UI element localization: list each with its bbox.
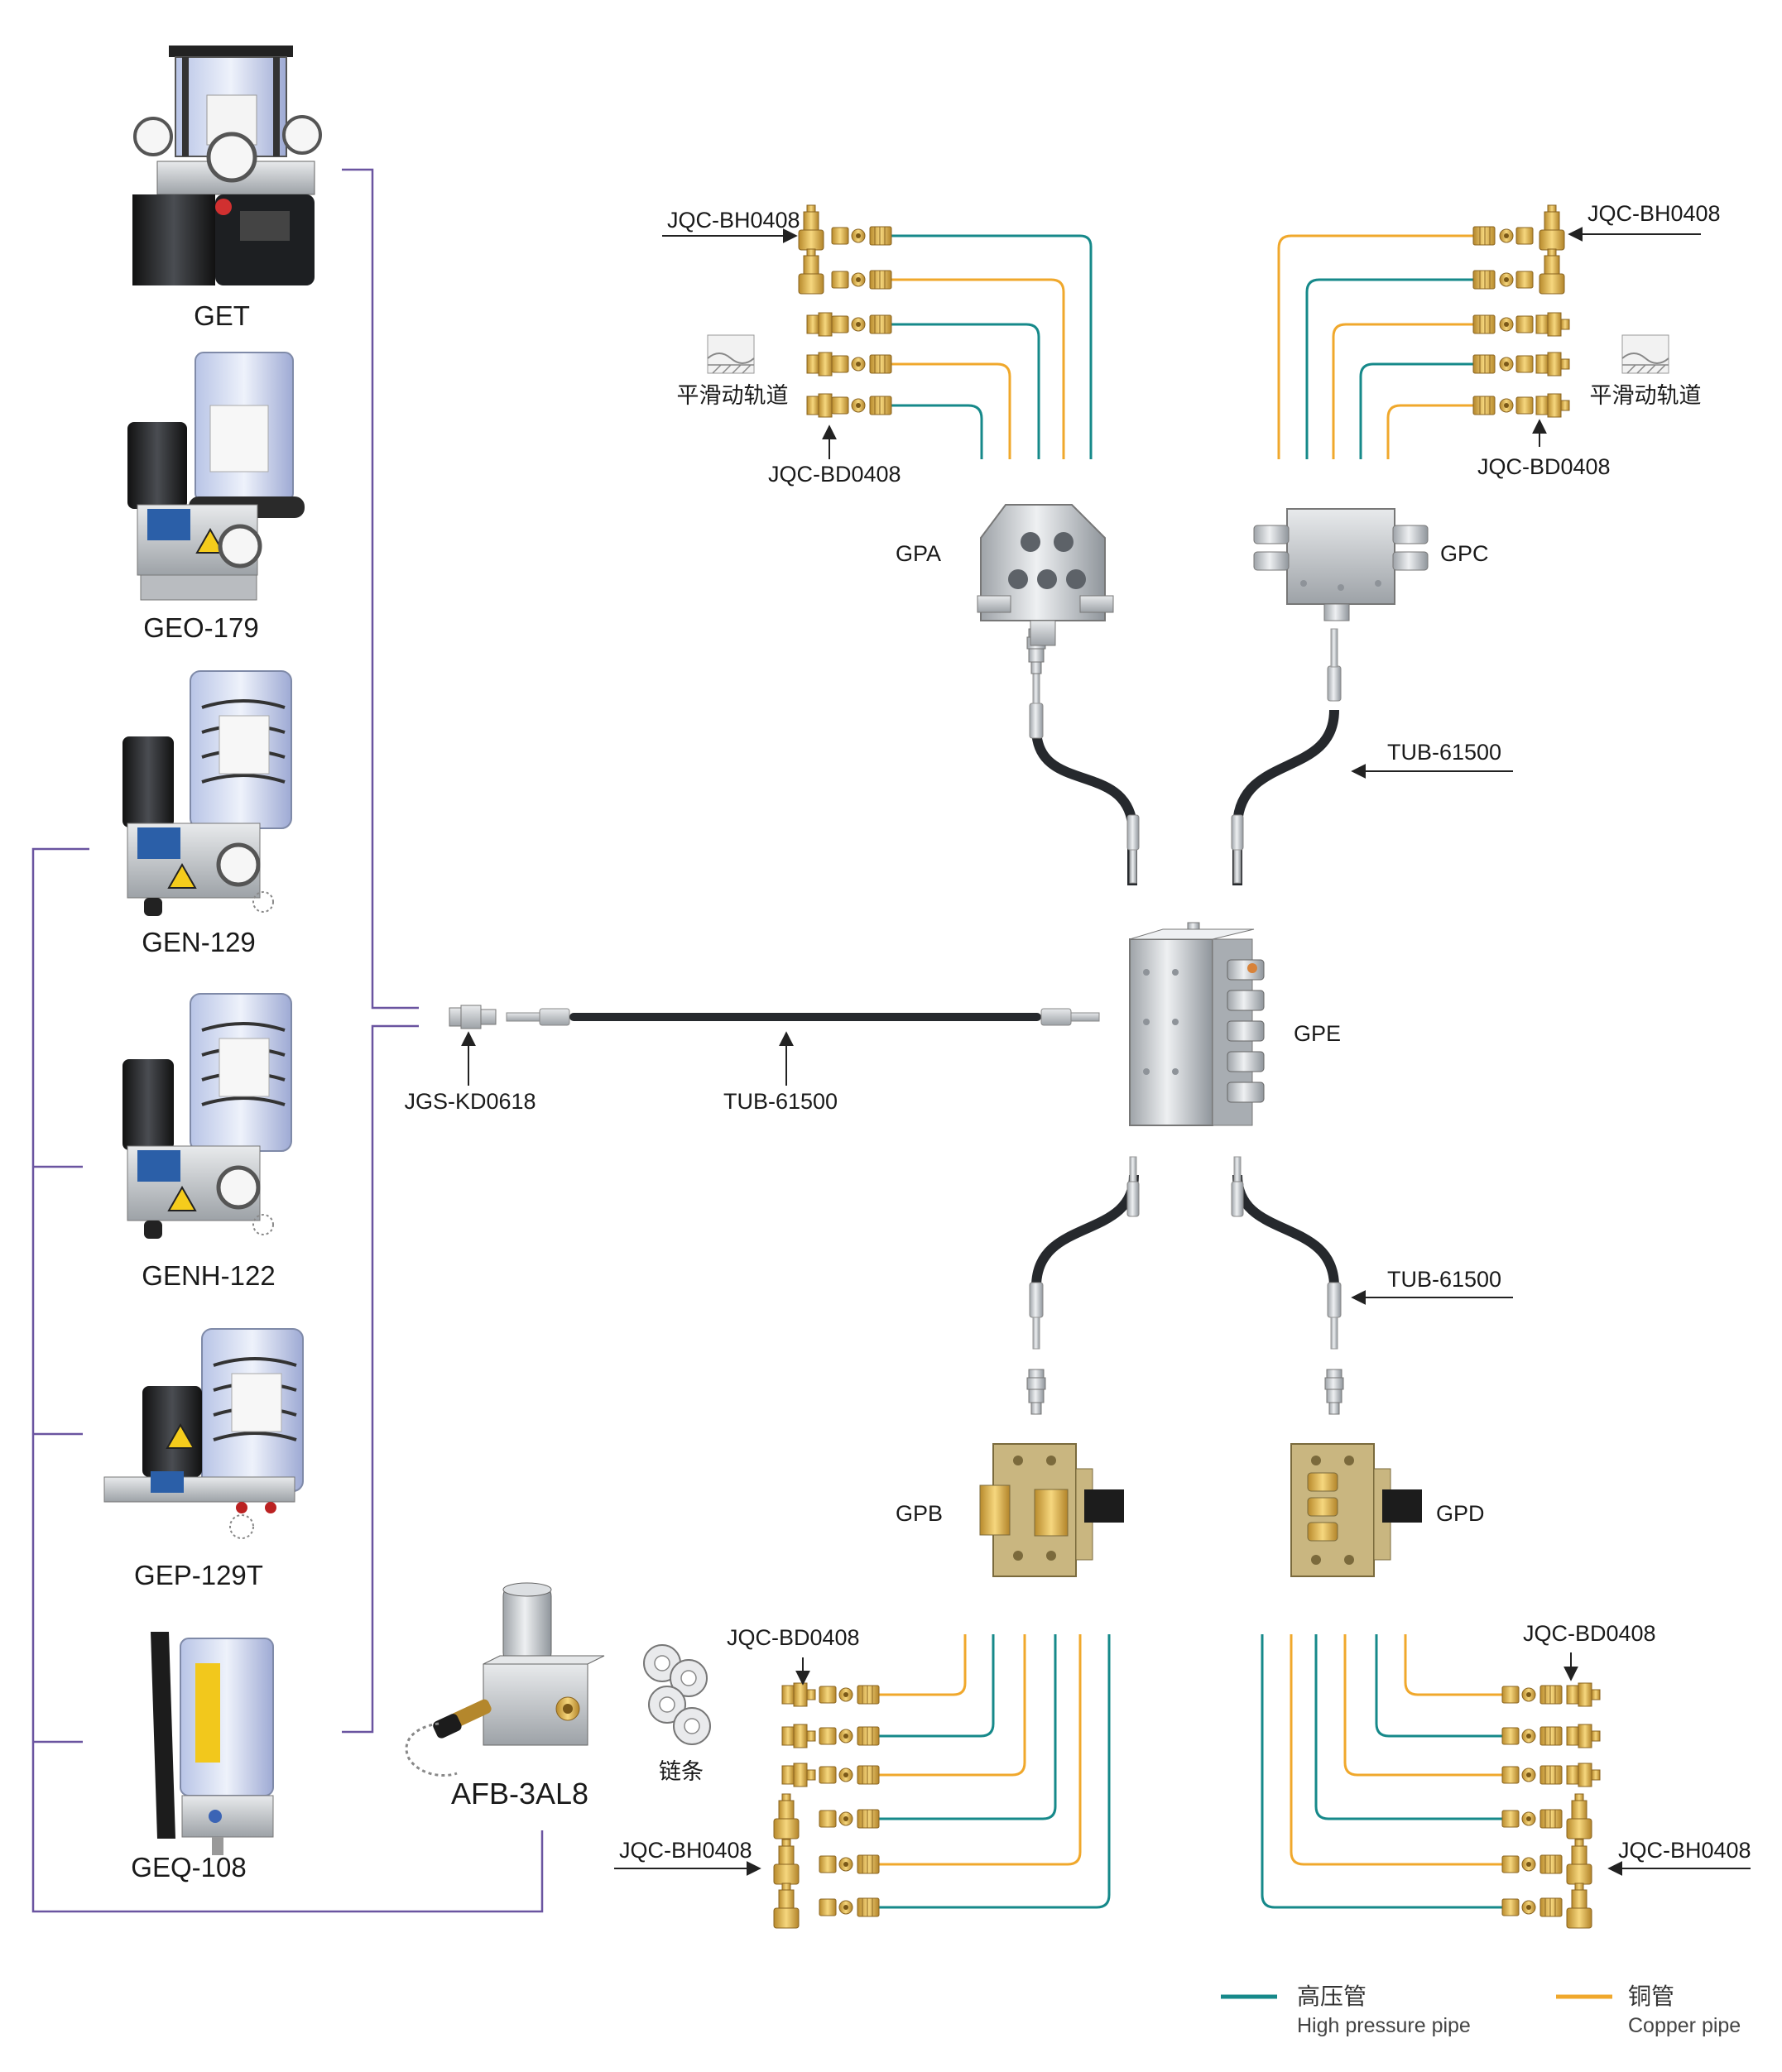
pump-label-geq-108: GEQ-108 [131, 1852, 246, 1883]
gpc-bd-label: JQC-BD0408 [1477, 454, 1611, 479]
legend-high-pressure-cn: 高压管 [1297, 1983, 1367, 2009]
gpc-pipes [1277, 234, 1473, 459]
gpc-fittings [1472, 204, 1570, 418]
hose-icon [1029, 1156, 1140, 1350]
gpb-fittings [773, 1682, 880, 1929]
gpb-label: GPB [896, 1501, 943, 1526]
pump-label-get: GET [194, 300, 250, 331]
hose-icon [1231, 628, 1342, 885]
pump-label-gep-129t: GEP-129T [134, 1560, 263, 1590]
pump-icon [132, 46, 322, 285]
legend: 高压管 High pressure pipe 铜管 Copper pipe [1221, 1983, 1741, 2037]
pump-geq-108[interactable] [151, 1632, 274, 1855]
afb-label: AFB-3AL8 [451, 1777, 588, 1811]
gpe-label: GPE [1294, 1021, 1341, 1046]
gpb-pipes [879, 1634, 1111, 1909]
gpa-label: GPA [896, 541, 941, 566]
legend-copper-en: Copper pipe [1628, 2014, 1741, 2037]
rail-label-right: 平滑动轨道 [1590, 383, 1702, 408]
pump-icon [127, 352, 305, 601]
hose-label-lower: TUB-61500 [1387, 1267, 1501, 1292]
distributor-gpc[interactable] [1253, 508, 1429, 621]
brass-fitting-icon [798, 204, 892, 418]
chain-label: 链条 [659, 1759, 704, 1784]
brass-fitting-icon [1472, 204, 1570, 418]
distributor-block-icon [979, 1443, 1124, 1577]
rail-label-left: 平滑动轨道 [677, 383, 789, 408]
distributor-gpe[interactable] [1129, 922, 1265, 1126]
gpc-bh-label: JQC-BH0408 [1587, 201, 1721, 226]
pump-icon [405, 1582, 605, 1777]
hose-gpa-gpe[interactable] [1029, 668, 1140, 885]
distributor-block-icon [1253, 508, 1429, 621]
gpd-pipes [1261, 1634, 1502, 1909]
afb-accessory[interactable] [405, 1582, 605, 1777]
legend-high-pressure-en: High pressure pipe [1297, 2014, 1471, 2037]
pump-label-gen-129: GEN-129 [142, 927, 256, 957]
pump-bracket-lines [31, 168, 544, 1913]
gpa-bd-label: JQC-BD0408 [768, 462, 901, 487]
rail-icon [1621, 334, 1669, 374]
pump-gen-129[interactable] [122, 670, 292, 916]
gpd-label: GPD [1436, 1501, 1485, 1526]
pump-icon [103, 1328, 304, 1539]
pump-get[interactable] [132, 46, 322, 285]
main-tube-label: TUB-61500 [723, 1089, 838, 1114]
distributor-gpa[interactable] [977, 504, 1114, 646]
pump-label-genh-122: GENH-122 [142, 1260, 275, 1291]
main-connector-label: JGS-KD0618 [404, 1089, 536, 1114]
gpa-bh-label: JQC-BH0408 [667, 208, 800, 233]
gpc-label: GPC [1440, 541, 1489, 566]
pump-icon [151, 1632, 274, 1855]
gpb-bh-label: JQC-BH0408 [619, 1838, 752, 1863]
pump-label-geo-179: GEO-179 [143, 612, 258, 643]
hose-icon [506, 1008, 1100, 1026]
pump-geo-179[interactable] [127, 352, 305, 601]
distributor-block-icon [977, 504, 1114, 646]
hose-icon [1029, 668, 1140, 885]
brass-fitting-icon [449, 1005, 497, 1029]
pump-icon [122, 993, 292, 1239]
gpd-bh-label: JQC-BH0408 [1618, 1838, 1751, 1863]
pump-gep-129t[interactable] [103, 1328, 304, 1539]
pump-icon [122, 670, 292, 916]
pump-genh-122[interactable] [122, 993, 292, 1239]
gpb-bd-label: JQC-BD0408 [727, 1625, 860, 1650]
distributor-block-icon [1290, 1443, 1422, 1577]
hose-gpc-gpe[interactable] [1231, 628, 1342, 885]
gpd-fittings [1501, 1682, 1601, 1929]
hose-icon [1231, 1156, 1342, 1350]
hose-gpe-gpb[interactable] [1029, 1156, 1140, 1350]
main-connector-jgs[interactable] [449, 1005, 497, 1029]
distributor-gpb[interactable] [979, 1443, 1124, 1577]
legend-copper-cn: 铜管 [1628, 1983, 1674, 2009]
distributor-block-icon [1129, 922, 1265, 1126]
brass-fitting-icon [773, 1682, 880, 1929]
hose-label-upper: TUB-61500 [1387, 740, 1501, 765]
gpd-bd-label: JQC-BD0408 [1523, 1621, 1656, 1646]
gpa-pipes [890, 234, 1093, 459]
gpa-fittings [798, 204, 892, 418]
distributor-gpd[interactable] [1290, 1443, 1422, 1577]
chain-icon [643, 1644, 711, 1745]
main-hose[interactable] [506, 1008, 1100, 1026]
rail-icon [707, 334, 755, 374]
hose-gpe-gpd[interactable] [1231, 1156, 1342, 1350]
brass-fitting-icon [1501, 1682, 1601, 1929]
